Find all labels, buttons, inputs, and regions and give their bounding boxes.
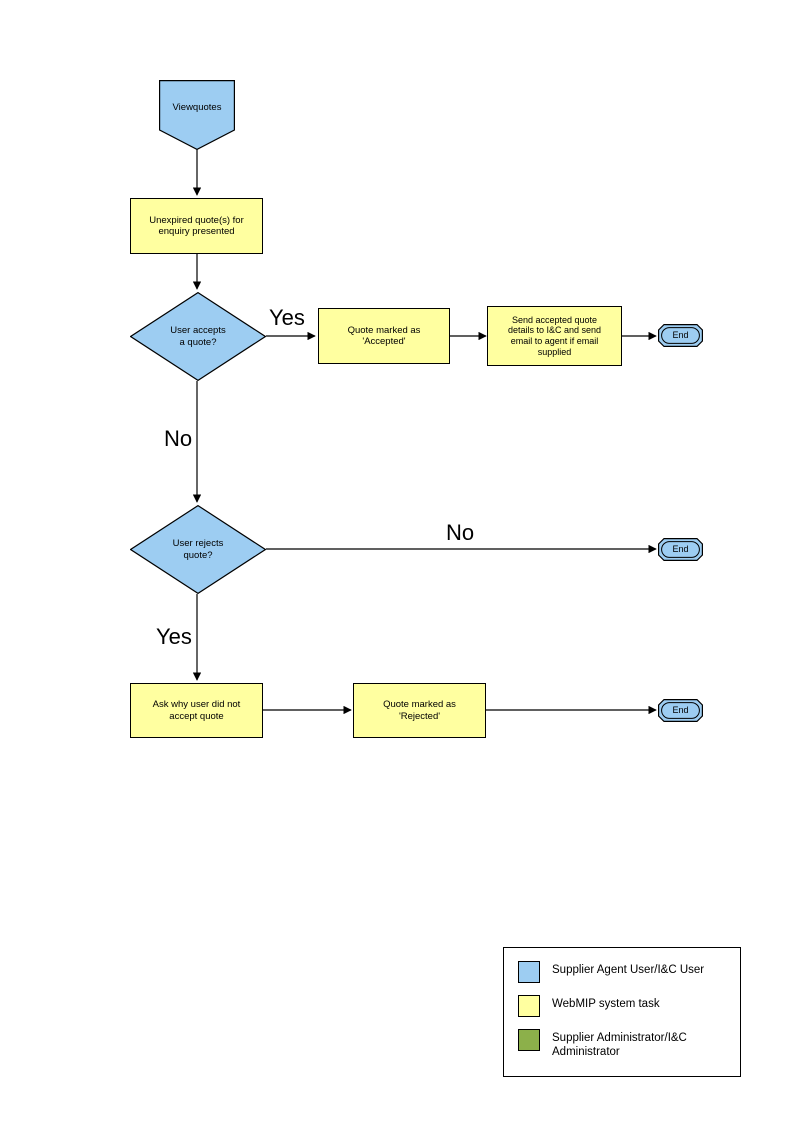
branch-label-rejects-yes: Yes — [156, 624, 192, 649]
node-start-viewquotes[interactable]: Viewquotes — [159, 80, 235, 150]
legend-item-webmip-system-task: WebMIP system task — [518, 995, 740, 1017]
node-label: Send accepted quote details to I&C and s… — [507, 314, 602, 357]
branch-label-accepts-yes: Yes — [269, 305, 305, 330]
node-ask-why-user-did-not-accept[interactable]: Ask why user did not accept quote — [130, 683, 263, 738]
legend-item-supplier-administrator: Supplier Administrator/I&C Administrator — [518, 1029, 740, 1060]
node-unexpired-quotes[interactable]: Unexpired quote(s) for enquiry presented — [130, 198, 263, 254]
legend-swatch-yellow — [518, 995, 540, 1017]
node-label: End — [672, 543, 689, 554]
node-label: Ask why user did not accept quote — [152, 699, 241, 722]
node-decision-user-rejects[interactable]: User rejects quote? — [130, 505, 266, 594]
node-end-no-reject[interactable]: End — [658, 538, 703, 561]
legend-swatch-blue — [518, 961, 540, 983]
node-send-accepted-quote-details[interactable]: Send accepted quote details to I&C and s… — [487, 306, 622, 366]
node-label: Viewquotes — [172, 102, 222, 114]
diamond-shape — [130, 292, 266, 381]
branch-label-accepts-no: No — [164, 426, 193, 451]
legend-item-supplier-agent-user: Supplier Agent User/I&C User — [518, 961, 740, 983]
node-label: Quote marked as 'Rejected' — [383, 699, 456, 722]
legend-label: Supplier Agent User/I&C User — [552, 964, 705, 976]
node-label: User accepts a quote? — [170, 325, 226, 348]
diamond-shape — [130, 505, 266, 594]
end-capsule-shape — [658, 324, 703, 347]
legend-panel: Supplier Agent User/I&C User WebMIP syst… — [503, 947, 741, 1077]
legend-swatch-green — [518, 1029, 540, 1051]
end-capsule-shape — [658, 699, 703, 722]
branch-label-rejects-no: No — [446, 520, 475, 545]
end-capsule-shape — [658, 538, 703, 561]
legend-label: Supplier Administrator/I&C Administrator — [552, 1032, 687, 1058]
node-decision-user-accepts[interactable]: User accepts a quote? — [130, 292, 266, 381]
node-end-accepted[interactable]: End — [658, 324, 703, 347]
node-label: Quote marked as 'Accepted' — [347, 324, 421, 347]
node-quote-marked-rejected[interactable]: Quote marked as 'Rejected' — [353, 683, 486, 738]
node-label: End — [672, 329, 689, 340]
legend-label: WebMIP system task — [552, 998, 660, 1010]
node-label: End — [672, 704, 689, 715]
node-label: User rejects quote? — [172, 538, 224, 561]
node-label: Unexpired quote(s) for enquiry presented — [149, 214, 244, 237]
node-quote-marked-accepted[interactable]: Quote marked as 'Accepted' — [318, 308, 450, 364]
node-end-rejected[interactable]: End — [658, 699, 703, 722]
pentagon-shape — [159, 80, 235, 150]
